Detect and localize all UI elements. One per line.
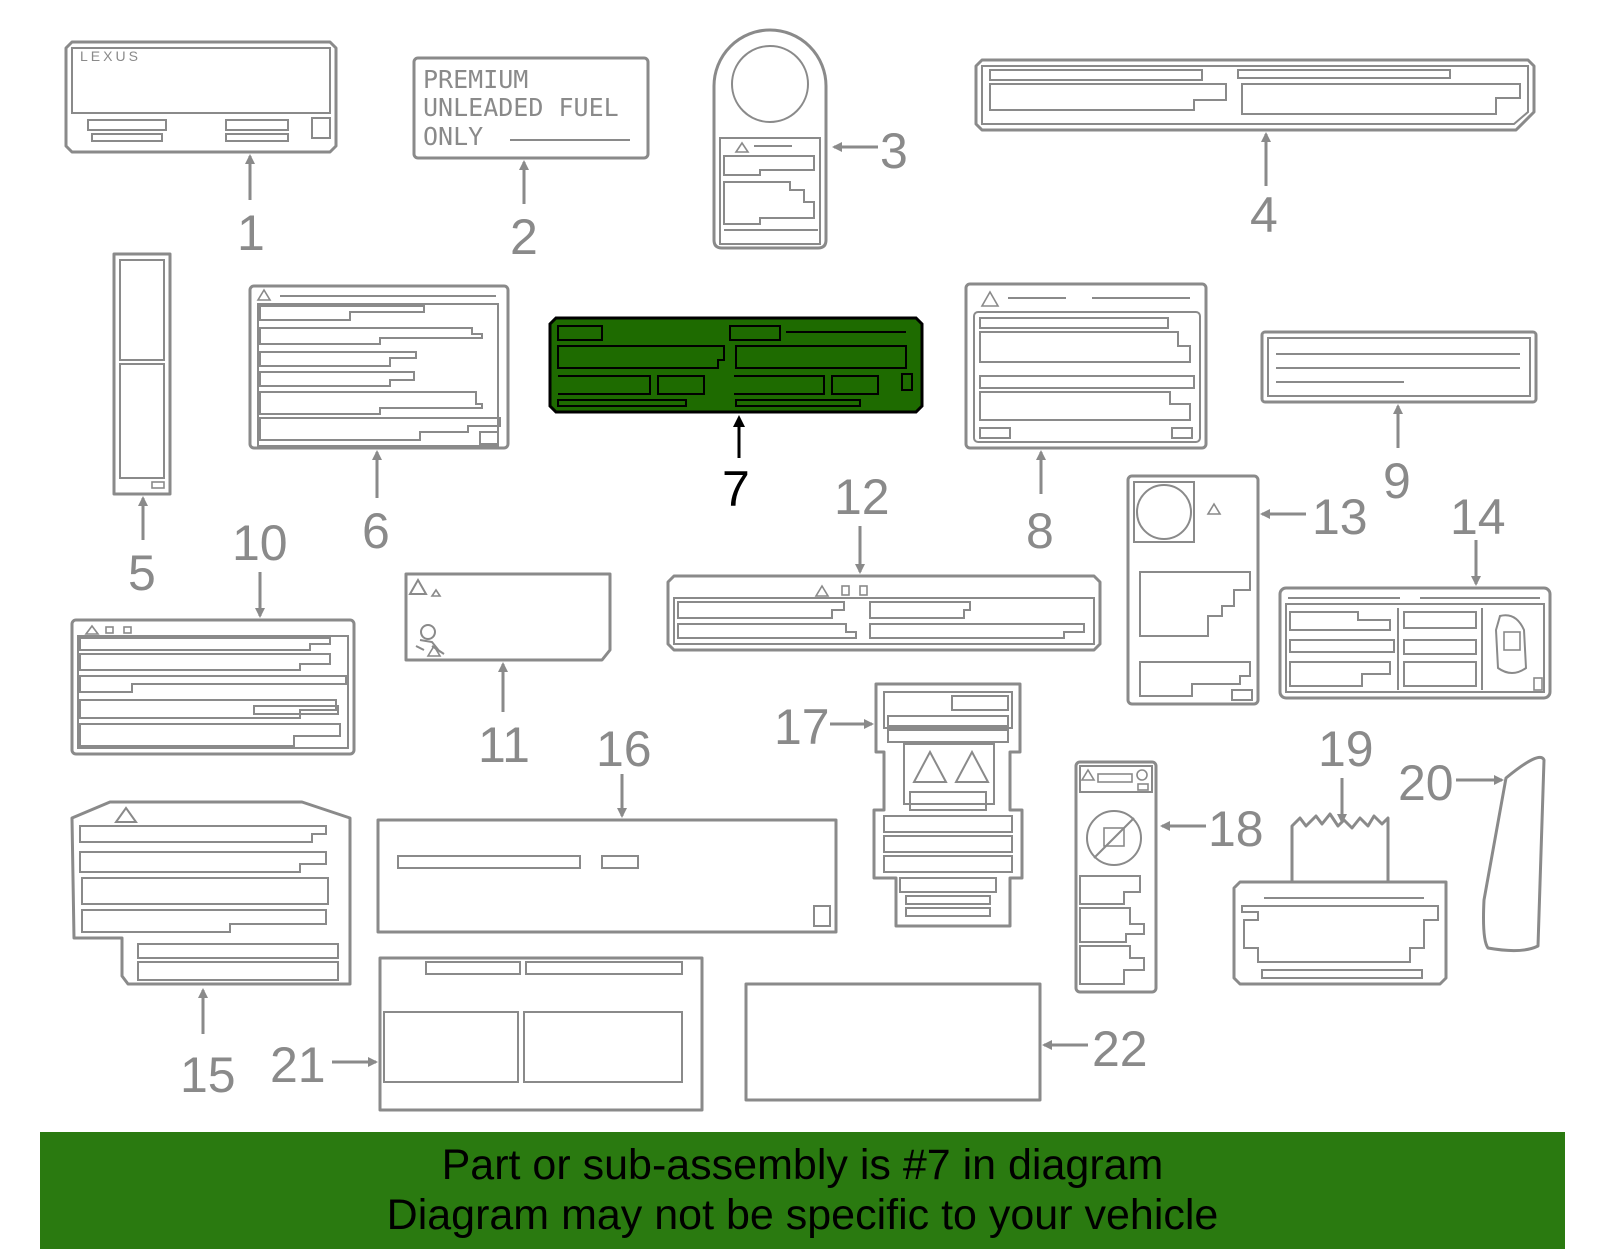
banner-line-1: Part or sub-assembly is #7 in diagram bbox=[441, 1141, 1164, 1189]
svg-text:4: 4 bbox=[1250, 187, 1278, 243]
label-1[interactable]: LEXUS bbox=[64, 40, 338, 154]
label-20[interactable] bbox=[1482, 755, 1546, 953]
callout-21: 21 bbox=[270, 1037, 378, 1093]
callout-9: 9 bbox=[1383, 404, 1411, 509]
callout-20: 20 bbox=[1398, 755, 1504, 811]
callout-12: 12 bbox=[834, 469, 890, 574]
callout-2: 2 bbox=[510, 160, 538, 265]
svg-text:1: 1 bbox=[237, 205, 265, 261]
svg-text:5: 5 bbox=[128, 545, 156, 601]
label-3[interactable] bbox=[712, 28, 828, 250]
info-banner: Part or sub-assembly is #7 in diagram Di… bbox=[40, 1132, 1565, 1249]
callout-10: 10 bbox=[232, 515, 288, 618]
label-9[interactable] bbox=[1260, 330, 1538, 404]
callout-19: 19 bbox=[1318, 721, 1374, 824]
label-18[interactable] bbox=[1074, 760, 1158, 994]
callout-6: 6 bbox=[362, 450, 390, 559]
callout-22: 22 bbox=[1042, 1021, 1148, 1077]
svg-text:9: 9 bbox=[1383, 453, 1411, 509]
label-5[interactable] bbox=[112, 252, 172, 496]
label-2-line-1: PREMIUM bbox=[423, 65, 528, 94]
svg-text:10: 10 bbox=[232, 515, 288, 571]
svg-text:12: 12 bbox=[834, 469, 890, 525]
label-1-logo: LEXUS bbox=[80, 48, 141, 64]
label-8[interactable] bbox=[964, 282, 1208, 450]
callout-11: 11 bbox=[478, 662, 530, 773]
svg-text:6: 6 bbox=[362, 503, 390, 559]
callout-16: 16 bbox=[596, 721, 652, 818]
label-15[interactable] bbox=[70, 800, 352, 986]
callout-7: 7 bbox=[722, 415, 750, 517]
svg-text:15: 15 bbox=[180, 1047, 236, 1103]
callout-15: 15 bbox=[180, 988, 236, 1103]
svg-text:11: 11 bbox=[478, 717, 530, 773]
callout-18: 18 bbox=[1160, 801, 1264, 857]
banner-line-2: Diagram may not be specific to your vehi… bbox=[386, 1191, 1219, 1239]
label-22[interactable] bbox=[744, 982, 1042, 1102]
svg-text:18: 18 bbox=[1208, 801, 1264, 857]
callout-13: 13 bbox=[1260, 489, 1368, 545]
label-11[interactable] bbox=[404, 572, 612, 662]
label-16[interactable] bbox=[376, 818, 838, 934]
label-6[interactable] bbox=[248, 284, 510, 450]
callout-14: 14 bbox=[1450, 489, 1506, 586]
label-13[interactable] bbox=[1126, 474, 1260, 706]
callout-3: 3 bbox=[832, 123, 908, 179]
callout-17: 17 bbox=[774, 699, 874, 755]
label-2-line-2: UNLEADED FUEL bbox=[423, 93, 619, 122]
svg-text:14: 14 bbox=[1450, 489, 1506, 545]
svg-text:20: 20 bbox=[1398, 755, 1454, 811]
label-21[interactable] bbox=[378, 956, 704, 1112]
callout-4: 4 bbox=[1250, 132, 1278, 243]
svg-text:16: 16 bbox=[596, 721, 652, 777]
callout-5: 5 bbox=[128, 496, 156, 601]
label-7-highlighted[interactable] bbox=[548, 316, 924, 414]
label-14[interactable] bbox=[1278, 586, 1552, 700]
svg-text:13: 13 bbox=[1312, 489, 1368, 545]
callout-1: 1 bbox=[237, 154, 265, 261]
svg-text:7: 7 bbox=[722, 461, 750, 517]
svg-text:21: 21 bbox=[270, 1037, 326, 1093]
label-2-line-3: ONLY bbox=[423, 122, 483, 151]
label-2[interactable]: PREMIUM UNLEADED FUEL ONLY bbox=[412, 56, 650, 160]
label-19[interactable] bbox=[1232, 812, 1448, 986]
svg-text:8: 8 bbox=[1026, 503, 1054, 559]
label-10[interactable] bbox=[70, 618, 356, 756]
svg-text:17: 17 bbox=[774, 699, 830, 755]
label-4[interactable] bbox=[974, 58, 1536, 132]
callout-8: 8 bbox=[1026, 450, 1054, 559]
svg-text:3: 3 bbox=[880, 123, 908, 179]
svg-text:2: 2 bbox=[510, 209, 538, 265]
label-12[interactable] bbox=[666, 574, 1102, 652]
label-17[interactable] bbox=[872, 682, 1024, 928]
svg-text:19: 19 bbox=[1318, 721, 1374, 777]
svg-text:22: 22 bbox=[1092, 1021, 1148, 1077]
